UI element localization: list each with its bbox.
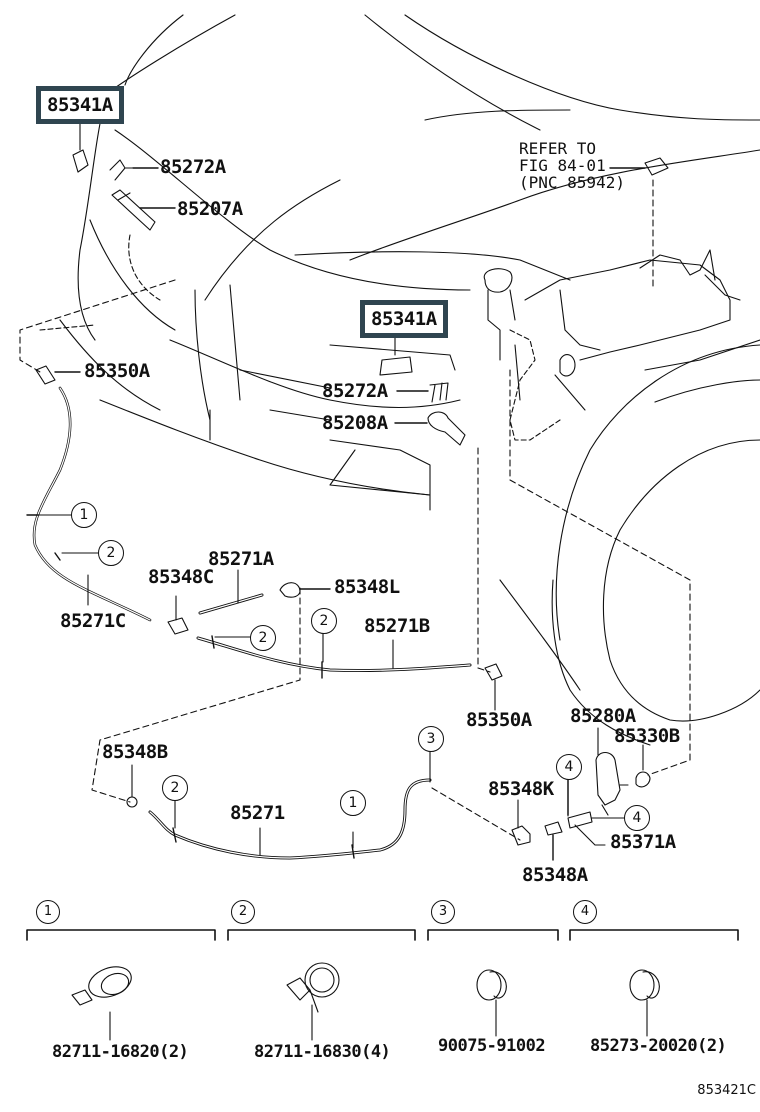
part-label-85348K[interactable]: 85348K [488, 778, 554, 800]
joint-85350A-right [484, 663, 503, 711]
part-label-85271B[interactable]: 85271B [364, 615, 430, 637]
part-label-85348C[interactable]: 85348C [148, 566, 214, 588]
reference-note-line-3: (PNC 85942) [519, 173, 625, 192]
callout-clip-2[interactable]: 2 [250, 625, 276, 651]
legend-clip-4 [629, 969, 660, 1037]
refer-to-leader [609, 157, 669, 176]
hose-85271B [196, 635, 472, 679]
part-label-85271[interactable]: 85271 [230, 802, 285, 824]
assembly-guide-lines [19, 179, 691, 841]
legend-part-number-3[interactable]: 90075-91002 [438, 1036, 546, 1056]
joint-85348K [511, 799, 531, 846]
check-valve-85348A [544, 821, 563, 861]
reference-note-line-2[interactable]: FIG 84-01 [519, 156, 606, 175]
part-label-85272A-mid[interactable]: 85272A [322, 380, 388, 402]
legend-part-number-1[interactable]: 82711-16820(2) [52, 1042, 189, 1062]
callout-clip-3[interactable]: 3 [418, 726, 444, 752]
part-label-85208A[interactable]: 85208A [322, 412, 388, 434]
part-label-85207A[interactable]: 85207A [177, 198, 243, 220]
reference-note: REFER TO FIG 84-01 (PNC 85942) [519, 140, 625, 191]
part-label-85271A[interactable]: 85271A [208, 548, 274, 570]
highlighted-part-label-left[interactable]: 85341A [36, 86, 124, 124]
callout-clip-1[interactable]: 1 [71, 502, 97, 528]
figure-id: 853421C [697, 1083, 756, 1098]
joint-85348L [279, 582, 331, 598]
reference-note-line-1: REFER TO [519, 139, 597, 158]
clip-85272A-top [109, 159, 159, 181]
part-label-85330B[interactable]: 85330B [614, 725, 680, 747]
legend-brackets [26, 929, 739, 941]
callout-clip-4[interactable]: 4 [624, 805, 650, 831]
washer-tank-assembly [483, 249, 741, 441]
callout-leaders [37, 514, 626, 849]
hose-85271A [198, 569, 264, 615]
part-label-85271C[interactable]: 85271C [60, 610, 126, 632]
hose-85271 [148, 778, 432, 860]
highlighted-part-label-center[interactable]: 85341A [360, 300, 448, 338]
legend-part-number-2[interactable]: 82711-16830(4) [254, 1042, 391, 1062]
callout-clip-1[interactable]: 1 [340, 790, 366, 816]
callout-clip-2[interactable]: 2 [162, 775, 188, 801]
wheel-arch [499, 339, 760, 746]
legend-part-number-4[interactable]: 85273-20020(2) [590, 1036, 727, 1056]
joint-85348B [126, 764, 138, 808]
part-label-85348L[interactable]: 85348L [334, 576, 400, 598]
hose-85271C [26, 386, 152, 622]
part-label-85371A[interactable]: 85371A [610, 831, 676, 853]
legend-number-2: 2 [231, 900, 255, 924]
part-label-85348B[interactable]: 85348B [102, 741, 168, 763]
clip-85272A-mid [396, 382, 449, 403]
nozzle-cover-left [72, 117, 89, 173]
callout-clip-2[interactable]: 2 [311, 608, 337, 634]
vehicle-body-outline [39, 14, 760, 511]
part-label-85350A-left[interactable]: 85350A [84, 360, 150, 382]
legend-clip-2 [286, 962, 340, 1041]
joint-85350A-left [35, 365, 81, 385]
washer-pump-85280A [595, 727, 629, 816]
legend-number-1: 1 [36, 900, 60, 924]
nozzle-85207A [111, 189, 176, 231]
part-label-85280A[interactable]: 85280A [570, 705, 636, 727]
legend-clip-1 [71, 966, 132, 1041]
callout-clip-4[interactable]: 4 [556, 754, 582, 780]
part-label-85348A[interactable]: 85348A [522, 864, 588, 886]
callout-clip-2[interactable]: 2 [98, 540, 124, 566]
legend-clip-3 [476, 969, 507, 1037]
legend-number-4: 4 [573, 900, 597, 924]
part-label-85350A-right[interactable]: 85350A [466, 709, 532, 731]
part-label-85272A-top[interactable]: 85272A [160, 156, 226, 178]
nozzle-85208A [394, 411, 466, 446]
grommet-85330B [635, 744, 651, 788]
legend-number-3: 3 [431, 900, 455, 924]
joint-85348C [167, 595, 189, 635]
